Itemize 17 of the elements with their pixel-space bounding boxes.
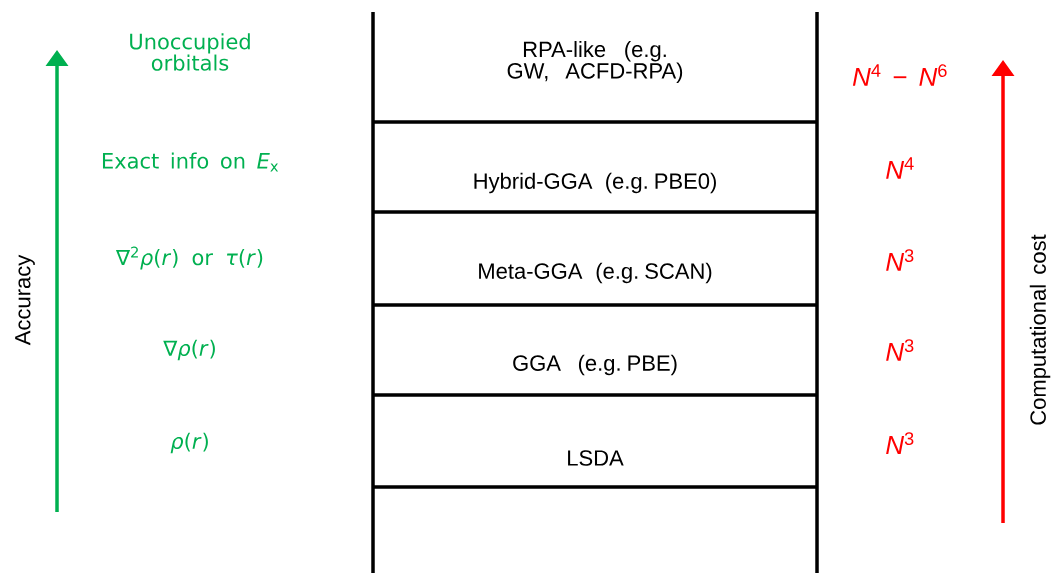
level-description: Exact info on E$_{x}$ [103, 152, 279, 172]
axis-title: Computational cost [1029, 234, 1051, 425]
cost-formula: N$^{3}$ [886, 432, 914, 454]
level-description: Unoccupied orbitals [130, 33, 250, 71]
cost-formula: N$^{3}$ [886, 339, 914, 361]
cost-formula: N$^{3}$ [886, 249, 914, 271]
axis-title: Accuracy [15, 254, 35, 346]
level-description: ∇$^{2}$ρ(r) or τ(r) [115, 246, 263, 270]
rung-label: RPA-like (e.g. GW, ACFD-RPA) [507, 41, 683, 83]
cost-formula: N$^{4}$ [886, 157, 914, 179]
rung-label: GGA (e.g. PBE) [513, 354, 677, 376]
rung-label: LSDA [568, 450, 624, 466]
level-description: ∇ρ(r) [163, 339, 215, 361]
rung-label: Meta-GGA (e.g. SCAN) [479, 262, 712, 284]
rung-label: Hybrid-GGA (e.g. PBE0) [474, 172, 716, 194]
cost-formula: N$^{4}$ − N$^{6}$ [852, 64, 947, 86]
level-description: ρ(r) [170, 432, 208, 454]
